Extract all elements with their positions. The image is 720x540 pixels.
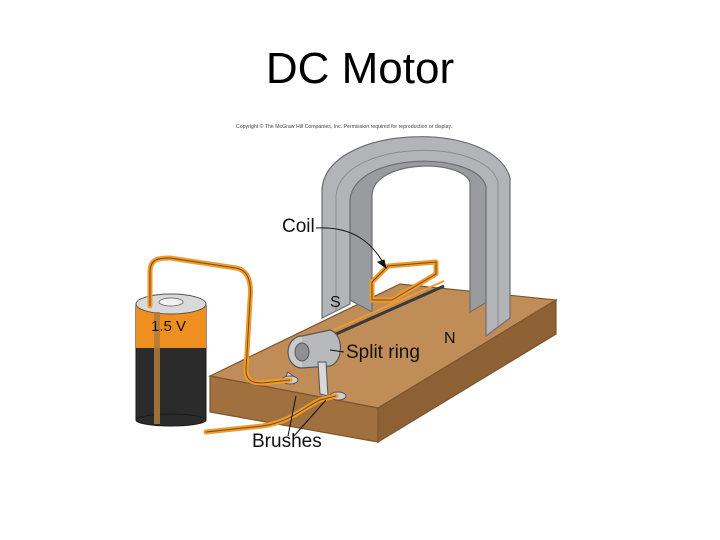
south-pole-label: S	[330, 294, 341, 312]
battery-voltage-label: 1.5 V	[151, 318, 186, 335]
north-pole-label: N	[444, 330, 456, 348]
split-ring-label: Split ring	[346, 342, 420, 364]
brushes-label: Brushes	[252, 431, 322, 453]
coil-label: Coil	[282, 216, 315, 238]
copyright-notice: Copyright © The McGraw Hill Companies, I…	[236, 124, 452, 130]
battery	[136, 294, 206, 426]
